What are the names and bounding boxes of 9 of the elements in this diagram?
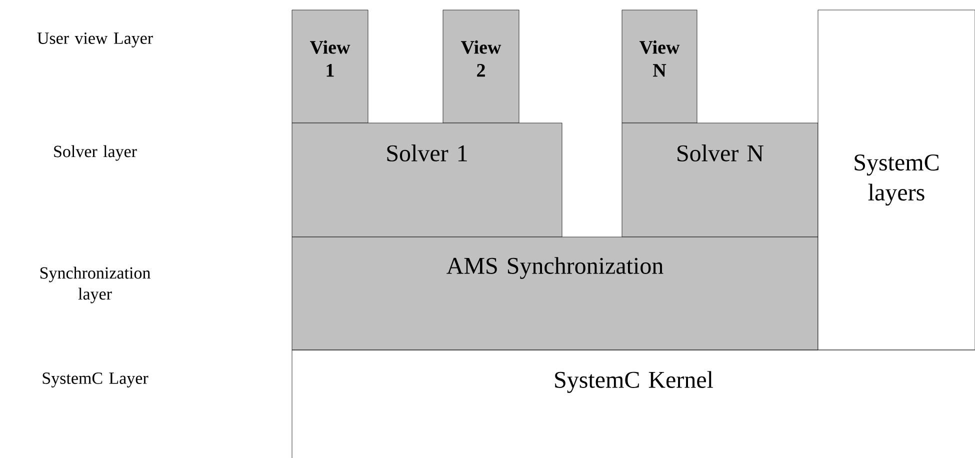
- layer-label: User view Layer: [37, 32, 153, 48]
- layer-label: SystemC Layer: [42, 372, 148, 388]
- layer-label: Solver layer: [54, 145, 137, 161]
- layer-label: Synchronization layer: [40, 266, 150, 304]
- layer-box: View N: [622, 10, 698, 124]
- layer-box: View 2: [442, 10, 520, 124]
- layer-box: SystemC layers: [818, 10, 975, 350]
- layer-box: View 1: [292, 10, 368, 124]
- layer-box: SystemC Kernel: [292, 350, 975, 458]
